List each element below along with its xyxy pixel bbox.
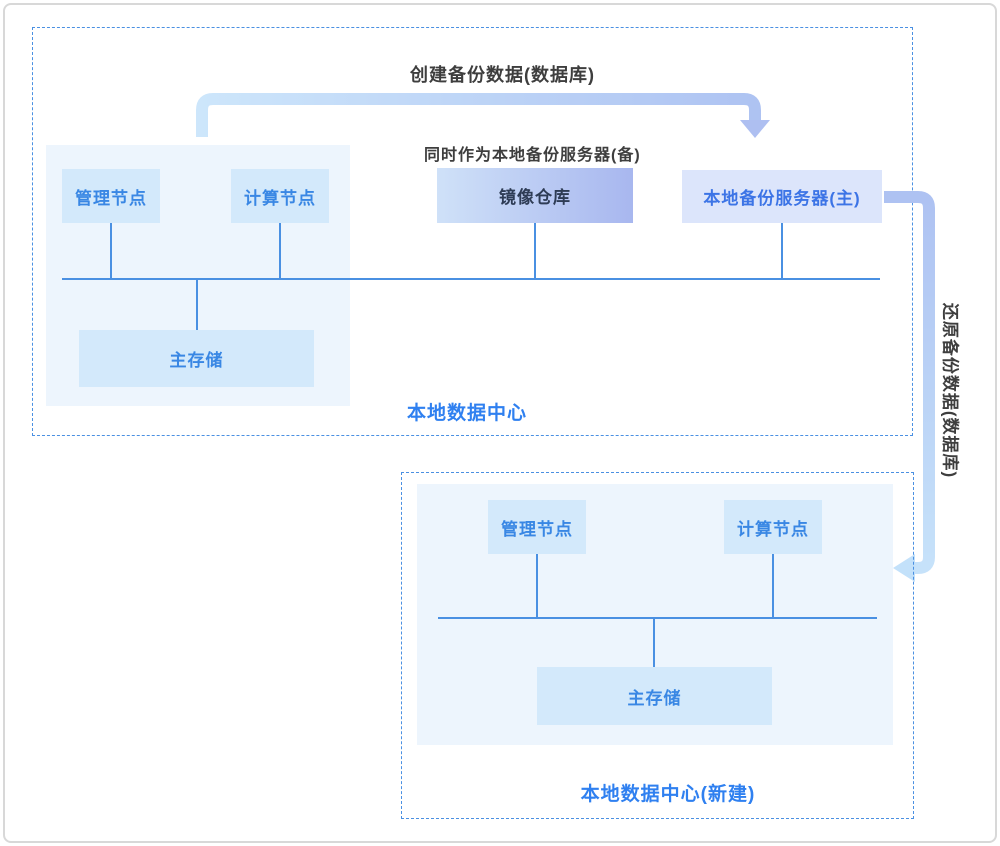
top-compute-connector — [279, 223, 281, 278]
bottom-storage-connector — [653, 619, 655, 667]
bottom-management-connector — [536, 554, 538, 617]
bottom-primary-storage-node: 主存储 — [537, 667, 772, 725]
bottom-compute-connector — [772, 554, 774, 617]
top-management-node: 管理节点 — [62, 169, 160, 223]
top-compute-node-label: 计算节点 — [244, 188, 316, 208]
local-backup-server-node: 本地备份服务器(主) — [682, 170, 882, 223]
mirror-repository-node-label: 镜像仓库 — [499, 188, 571, 207]
bottom-management-node-label: 管理节点 — [501, 519, 573, 539]
also-backup-server-annotation: 同时作为本地备份服务器(备) — [424, 147, 641, 164]
mirror-repository-node: 镜像仓库 — [437, 168, 633, 223]
create-backup-annotation: 创建备份数据(数据库) — [410, 65, 595, 85]
bottom-compute-node-label: 计算节点 — [737, 519, 809, 539]
bottom-datacenter-box — [401, 472, 914, 819]
top-storage-connector — [196, 280, 198, 330]
local-backup-server-connector — [781, 223, 783, 278]
top-primary-storage-node-label: 主存储 — [169, 351, 224, 370]
top-compute-node: 计算节点 — [231, 169, 329, 223]
local-backup-server-node-label: 本地备份服务器(主) — [703, 189, 861, 208]
bottom-primary-storage-node-label: 主存储 — [627, 688, 682, 708]
restore-backup-annotation: 还原备份数据(数据库) — [940, 302, 960, 479]
mirror-repository-connector — [534, 223, 536, 278]
top-datacenter-label: 本地数据中心 — [406, 403, 527, 424]
top-management-connector — [110, 223, 112, 278]
bottom-compute-node: 计算节点 — [724, 500, 822, 554]
bottom-management-node: 管理节点 — [488, 500, 586, 554]
top-management-node-label: 管理节点 — [75, 188, 147, 208]
bottom-datacenter-label: 本地数据中心(新建) — [580, 784, 756, 805]
top-primary-storage-node: 主存储 — [79, 330, 314, 387]
top-bus-line — [62, 278, 880, 280]
bottom-bus-line — [438, 617, 877, 619]
